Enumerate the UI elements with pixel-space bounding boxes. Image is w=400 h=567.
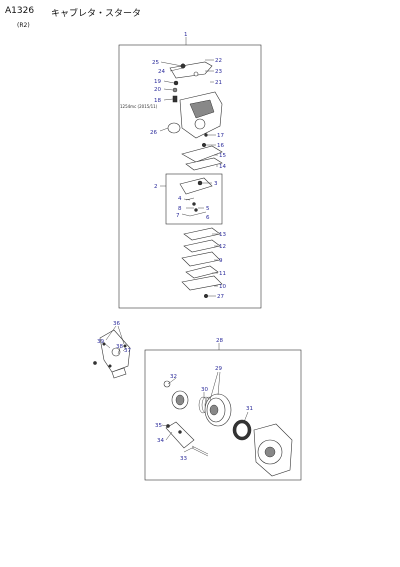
carburetor-assembly: 1 bbox=[118, 32, 262, 309]
spring-part bbox=[172, 87, 178, 93]
callout-38[interactable]: 38 bbox=[116, 344, 123, 350]
filter-screen bbox=[185, 265, 219, 279]
callout-18[interactable]: 18 bbox=[154, 98, 161, 104]
revision-label: (R2) bbox=[17, 22, 30, 29]
callout-23[interactable]: 23 bbox=[215, 69, 222, 75]
callout-4[interactable]: 4 bbox=[178, 196, 182, 202]
callout-15[interactable]: 15 bbox=[219, 153, 226, 159]
diagram-code: A1326 bbox=[5, 6, 35, 16]
callout-29[interactable]: 29 bbox=[215, 366, 222, 372]
callout-21[interactable]: 21 bbox=[215, 80, 222, 86]
callout-26[interactable]: 26 bbox=[150, 130, 157, 136]
callout-31[interactable]: 31 bbox=[246, 406, 253, 412]
callout-5[interactable]: 5 bbox=[206, 206, 210, 212]
callout-6[interactable]: 6 bbox=[206, 215, 210, 221]
callout-12[interactable]: 12 bbox=[219, 244, 226, 250]
washer-part bbox=[193, 71, 199, 77]
callout-34[interactable]: 34 bbox=[157, 438, 164, 444]
bottom-cover bbox=[181, 275, 223, 291]
callout-1[interactable]: 1 bbox=[184, 32, 188, 38]
diagram-title: キャブレタ・スタータ bbox=[51, 9, 142, 19]
callout-32[interactable]: 32 bbox=[170, 374, 177, 380]
pump-cover bbox=[181, 145, 223, 163]
bolt-part bbox=[93, 361, 97, 365]
callout-10[interactable]: 10 bbox=[219, 284, 226, 290]
callout-17[interactable]: 17 bbox=[217, 133, 224, 139]
throttle-bore bbox=[194, 118, 206, 130]
metering-kit-box bbox=[165, 173, 223, 225]
callout-14[interactable]: 14 bbox=[219, 164, 226, 170]
gasket-lower bbox=[183, 239, 221, 253]
callout-20[interactable]: 20 bbox=[154, 87, 161, 93]
page-header: A1326 キャブレタ・スタータ (R2) bbox=[5, 6, 205, 36]
callout-19[interactable]: 19 bbox=[154, 79, 161, 85]
pin-part bbox=[172, 95, 178, 103]
cover-assembly: 36 39 38 37 bbox=[93, 321, 131, 379]
callout-3[interactable]: 3 bbox=[214, 181, 218, 187]
carburetor-leaders bbox=[159, 59, 218, 297]
cover-plate bbox=[181, 251, 221, 267]
collar-part bbox=[173, 80, 179, 86]
callout-22[interactable]: 22 bbox=[215, 58, 222, 64]
callout-2[interactable]: 2 bbox=[154, 184, 158, 190]
bracket-part bbox=[111, 367, 127, 379]
callout-27[interactable]: 27 bbox=[217, 294, 224, 300]
callout-39[interactable]: 39 bbox=[97, 339, 104, 345]
callout-7[interactable]: 7 bbox=[176, 213, 180, 219]
diaphragm-part bbox=[183, 227, 221, 241]
carburetor-frame bbox=[118, 44, 262, 309]
o-ring-part bbox=[167, 122, 181, 134]
callout-11[interactable]: 11 bbox=[219, 271, 226, 277]
callout-8[interactable]: 8 bbox=[178, 206, 182, 212]
callout-37[interactable]: 37 bbox=[124, 348, 131, 354]
callout-36[interactable]: 36 bbox=[113, 321, 120, 327]
callout-28[interactable]: 28 bbox=[216, 338, 223, 344]
callout-30[interactable]: 30 bbox=[201, 387, 208, 393]
body-detail bbox=[189, 99, 215, 119]
metering-body bbox=[179, 177, 213, 195]
starter-handle bbox=[165, 421, 195, 449]
serial-note: 1254mc (2015/11) bbox=[120, 104, 158, 109]
callout-16[interactable]: 16 bbox=[217, 143, 224, 149]
starter-frame bbox=[144, 349, 302, 481]
lever-bracket bbox=[169, 61, 213, 79]
callout-13[interactable]: 13 bbox=[219, 232, 226, 238]
callout-33[interactable]: 33 bbox=[180, 456, 187, 462]
callout-24[interactable]: 24 bbox=[158, 69, 165, 75]
callout-35[interactable]: 35 bbox=[155, 423, 162, 429]
ratchet-screw bbox=[163, 380, 171, 388]
gasket-part bbox=[185, 157, 223, 171]
starter-assembly: 28 bbox=[144, 338, 302, 481]
callout-9[interactable]: 9 bbox=[219, 258, 223, 264]
callout-25[interactable]: 25 bbox=[152, 60, 159, 66]
starter-rope bbox=[191, 445, 209, 455]
